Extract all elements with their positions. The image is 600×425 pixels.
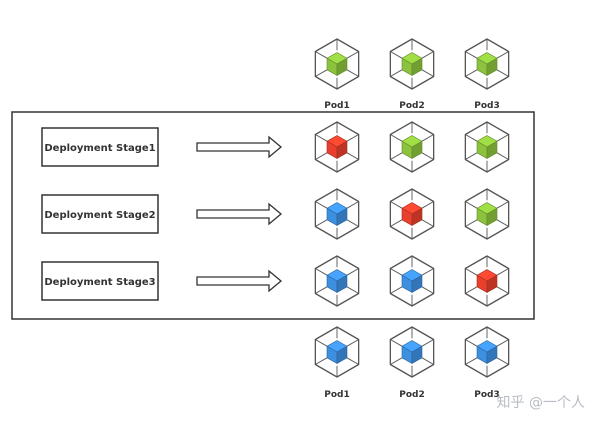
arrow-right-icon (196, 269, 283, 293)
bottom-pod-label-3: Pod3 (474, 390, 499, 400)
deployment-stage-3: Deployment Stage3 (41, 255, 510, 307)
stage1-pod-3 (464, 121, 510, 173)
watermark: 知乎 @一个人 (497, 394, 585, 411)
stage1-pod-1 (314, 121, 360, 173)
stage-label-box-2 (41, 194, 159, 234)
bottom-pod-label-2: Pod2 (399, 390, 424, 400)
stage-label-box-1 (41, 127, 159, 167)
top-pod-3 (464, 38, 510, 90)
deployment-stage-2: Deployment Stage2 (41, 188, 510, 240)
stage3-pod-2 (389, 255, 435, 307)
stage-label-box-3 (41, 261, 159, 301)
top-pod-row: Pod1 Pod2 Pod3 (314, 38, 510, 111)
deployment-stages-frame (11, 111, 535, 320)
stage2-pod-2 (389, 188, 435, 240)
bottom-pod-label-1: Pod1 (324, 390, 349, 400)
top-pod-label-3: Pod3 (474, 101, 499, 111)
stage2-pod-1 (314, 188, 360, 240)
stage-label-2: Deployment Stage2 (44, 210, 155, 221)
bottom-pod-row: Pod1 Pod2 Pod3 (314, 326, 510, 400)
stage1-pod-2 (389, 121, 435, 173)
stage-label-1: Deployment Stage1 (44, 143, 155, 154)
arrow-right-icon (196, 135, 283, 159)
stage2-pod-3 (464, 188, 510, 240)
deployment-stage-1: Deployment Stage1 (41, 121, 510, 173)
top-pod-1 (314, 38, 360, 90)
stage-label-3: Deployment Stage3 (44, 277, 155, 288)
top-pod-label-1: Pod1 (324, 101, 349, 111)
bottom-pod-3 (464, 326, 510, 378)
bottom-pod-1 (314, 326, 360, 378)
stage3-pod-3 (464, 255, 510, 307)
top-pod-2 (389, 38, 435, 90)
arrow-right-icon (196, 202, 283, 226)
top-pod-label-2: Pod2 (399, 101, 424, 111)
stage3-pod-1 (314, 255, 360, 307)
bottom-pod-2 (389, 326, 435, 378)
